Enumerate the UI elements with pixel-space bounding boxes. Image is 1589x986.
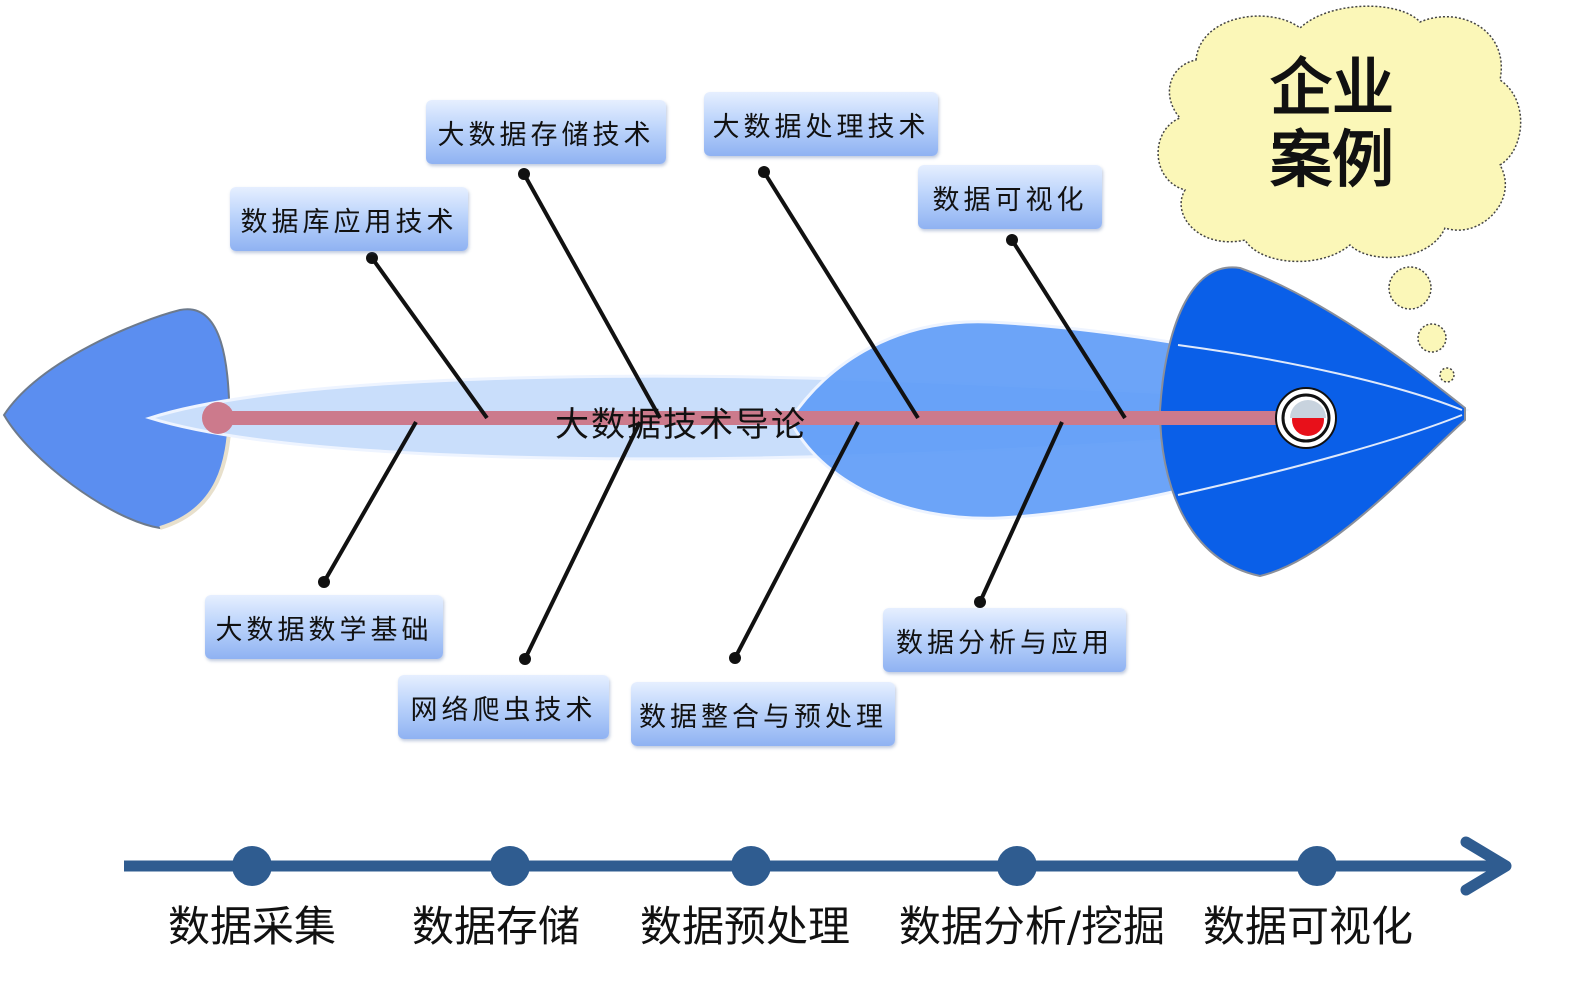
timeline-node xyxy=(731,846,771,886)
thought-bubbles xyxy=(1388,266,1455,383)
timeline-node xyxy=(490,846,530,886)
timeline-node xyxy=(1297,846,1337,886)
topic-big-data-processing: 大数据处理技术 xyxy=(704,92,938,156)
lower-bones xyxy=(322,421,1064,660)
topic-data-analysis: 数据分析与应用 xyxy=(883,608,1126,672)
fish-eye xyxy=(1275,387,1337,449)
callout-line-2: 案例 xyxy=(1269,123,1394,196)
callout-line-1: 企业 xyxy=(1269,51,1394,124)
topic-math-foundation: 大数据数学基础 xyxy=(205,595,443,659)
topic-database-app: 数据库应用技术 xyxy=(230,187,468,251)
timeline-label: 数据存储 xyxy=(411,902,581,951)
timeline-label: 数据可视化 xyxy=(1202,902,1414,951)
topic-data-visualization: 数据可视化 xyxy=(918,165,1102,229)
timeline-label: 数据分析/挖掘 xyxy=(898,902,1166,951)
timeline-label: 数据预处理 xyxy=(639,902,851,951)
timeline xyxy=(124,836,1512,896)
topic-big-data-storage: 大数据存储技术 xyxy=(426,100,666,164)
cloud-callout xyxy=(1157,5,1522,263)
spine-label: 大数据技术导论 xyxy=(555,405,807,445)
topic-data-integration: 数据整合与预处理 xyxy=(631,682,895,746)
timeline-node xyxy=(997,846,1037,886)
timeline-node xyxy=(232,846,272,886)
timeline-label: 数据采集 xyxy=(167,902,337,951)
upper-bones xyxy=(370,170,1127,420)
callout-text: 企业 案例 xyxy=(1262,52,1402,196)
topic-web-crawler: 网络爬虫技术 xyxy=(398,675,609,739)
